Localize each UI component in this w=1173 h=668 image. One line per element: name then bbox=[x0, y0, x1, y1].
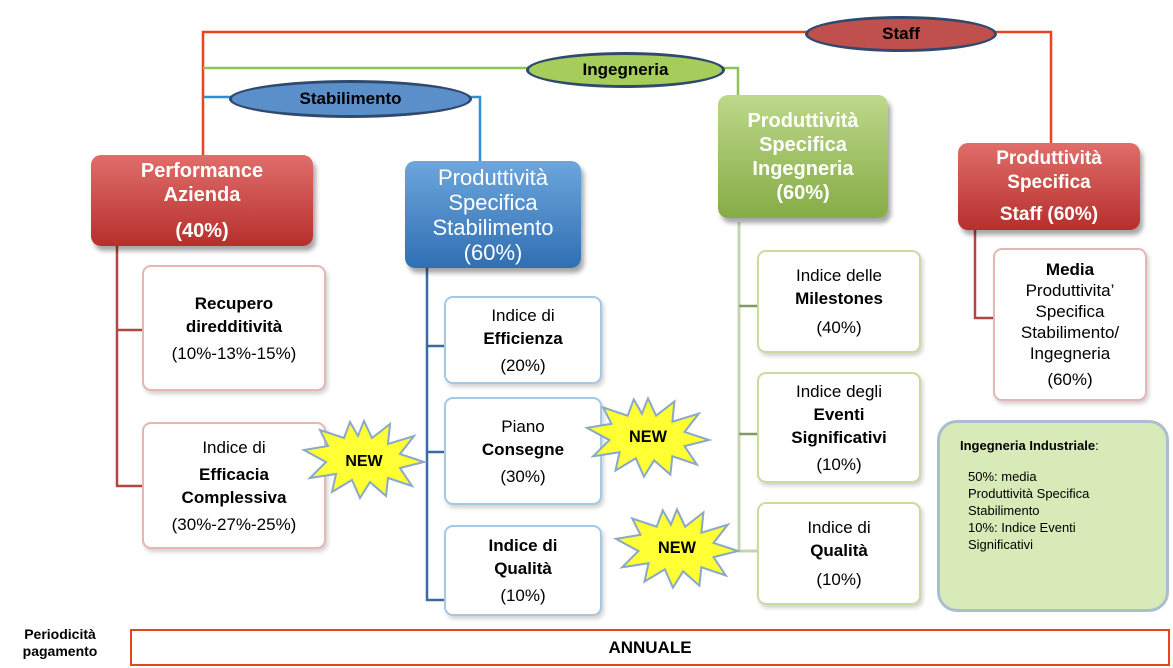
card-title: Qualità bbox=[810, 541, 868, 560]
header-percentage: (40%) bbox=[175, 219, 229, 242]
card-title-line: Significativi bbox=[791, 427, 887, 447]
efficacia-complessiva-card: Indice di Efficacia Complessiva (30%-27%… bbox=[142, 422, 326, 549]
card-title-line: diredditività bbox=[185, 316, 283, 336]
note-line: Produttività Specifica bbox=[968, 486, 1090, 501]
produttivita-staff-header: Produttività Specifica Staff (60%) bbox=[958, 143, 1140, 230]
indice-efficienza-card: Indice di Efficienza (20%) bbox=[444, 296, 602, 384]
card-percentage: (10%-13%-15%) bbox=[171, 343, 297, 363]
stabilimento-group-label: Stabilimento bbox=[229, 80, 472, 118]
card-title-line: Complessiva bbox=[181, 487, 287, 507]
indice-milestones-card: Indice delle Milestones (40%) bbox=[757, 250, 921, 353]
staff-group-label: Staff bbox=[805, 16, 997, 52]
card-line: Produttivita’ bbox=[1025, 281, 1115, 300]
card-title: Media bbox=[1045, 260, 1095, 279]
produttivita-stabilimento-header: Produttività Specifica Stabilimento (60%… bbox=[405, 161, 581, 268]
note-line: Significativi bbox=[968, 537, 1034, 552]
recupero-redditivita-card: Recupero diredditività (10%-13%-15%) bbox=[142, 265, 326, 391]
card-percentage: (60%) bbox=[1047, 370, 1093, 389]
periodicita-pagamento-label: Periodicità pagamento bbox=[4, 626, 116, 660]
card-line: Ingegneria bbox=[1029, 344, 1111, 363]
header-line: Specifica bbox=[448, 189, 538, 215]
indice-qualita-stabilimento-card: Indice di Qualità (10%) bbox=[444, 525, 602, 616]
new-badge-text: NEW bbox=[345, 453, 383, 470]
card-title-line: Qualità bbox=[494, 559, 552, 578]
note-title-colon: : bbox=[1095, 438, 1099, 453]
note-line: 10%: Indice Eventi bbox=[968, 520, 1076, 535]
new-badge: NEW bbox=[583, 395, 713, 479]
card-title: Consegne bbox=[481, 439, 565, 459]
footer-label-line: pagamento bbox=[22, 643, 98, 659]
card-percentage: (10%) bbox=[816, 570, 862, 589]
note-title: Ingegneria Industriale bbox=[960, 438, 1096, 453]
header-line: Produttività bbox=[747, 109, 859, 132]
card-prefix: Indice delle bbox=[795, 266, 882, 285]
card-prefix: Indice di bbox=[491, 305, 555, 325]
card-title-line: Indice di bbox=[488, 536, 558, 555]
card-percentage: (40%) bbox=[816, 318, 862, 337]
card-line: Specifica bbox=[1035, 302, 1105, 321]
ingegneria-group-label: Ingegneria bbox=[526, 52, 725, 88]
eventi-significativi-card: Indice degli Eventi Significativi (10%) bbox=[757, 372, 921, 483]
new-badge: NEW bbox=[300, 418, 428, 500]
produttivita-ingegneria-header: Produttività Specifica Ingegneria (60%) bbox=[718, 95, 888, 218]
card-prefix: Indice degli bbox=[795, 381, 882, 401]
ingegneria-industriale-note: Ingegneria Industriale: 50%: media Produ… bbox=[937, 420, 1169, 612]
header-line: Produttività bbox=[996, 147, 1102, 169]
card-percentage: (10%) bbox=[500, 586, 546, 605]
indice-qualita-ingegneria-card: Indice di Qualità (10%) bbox=[757, 502, 921, 605]
header-line: Specifica bbox=[1007, 171, 1091, 193]
card-title-line: Recupero bbox=[194, 293, 274, 313]
performance-azienda-header: Performance Azienda (40%) bbox=[91, 155, 313, 246]
card-title: Efficienza bbox=[483, 328, 563, 348]
new-badge-text: NEW bbox=[629, 428, 668, 446]
note-title-row: Ingegneria Industriale: bbox=[960, 437, 1154, 454]
piano-consegne-card: Piano Consegne (30%) bbox=[444, 397, 602, 505]
card-percentage: (20%) bbox=[500, 355, 546, 375]
card-percentage: (30%-27%-25%) bbox=[171, 514, 297, 534]
card-percentage: (30%) bbox=[500, 466, 546, 486]
header-line: Stabilimento bbox=[432, 214, 554, 240]
note-line: Stabilimento bbox=[968, 503, 1040, 518]
card-title: Milestones bbox=[795, 289, 883, 308]
card-title-line: Efficacia bbox=[199, 464, 269, 484]
annuale-bar: ANNUALE bbox=[130, 629, 1170, 666]
note-line: 50%: media bbox=[968, 469, 1037, 484]
card-line: Stabilimento/ bbox=[1020, 323, 1120, 342]
header-percentage: (60%) bbox=[776, 181, 830, 204]
header-percentage: (60%) bbox=[463, 239, 523, 265]
card-title-line: Eventi bbox=[813, 404, 865, 424]
footer-label-line: Periodicità bbox=[24, 626, 96, 642]
card-percentage: (10%) bbox=[816, 454, 862, 474]
header-line: Produttività bbox=[437, 164, 549, 190]
header-line: Ingegneria bbox=[752, 157, 854, 180]
new-badge-text: NEW bbox=[658, 539, 697, 557]
new-badge: NEW bbox=[612, 506, 742, 590]
media-produttivita-card: Media Produttivita’ Specifica Stabilimen… bbox=[993, 248, 1147, 401]
header-percentage: Staff (60%) bbox=[999, 203, 1099, 225]
header-line: Performance bbox=[140, 159, 264, 182]
header-line: Specifica bbox=[759, 133, 847, 156]
header-line: Azienda bbox=[163, 183, 241, 206]
card-prefix: Piano bbox=[501, 416, 545, 436]
card-prefix: Indice di bbox=[807, 518, 871, 537]
card-prefix: Indice di bbox=[202, 437, 266, 457]
